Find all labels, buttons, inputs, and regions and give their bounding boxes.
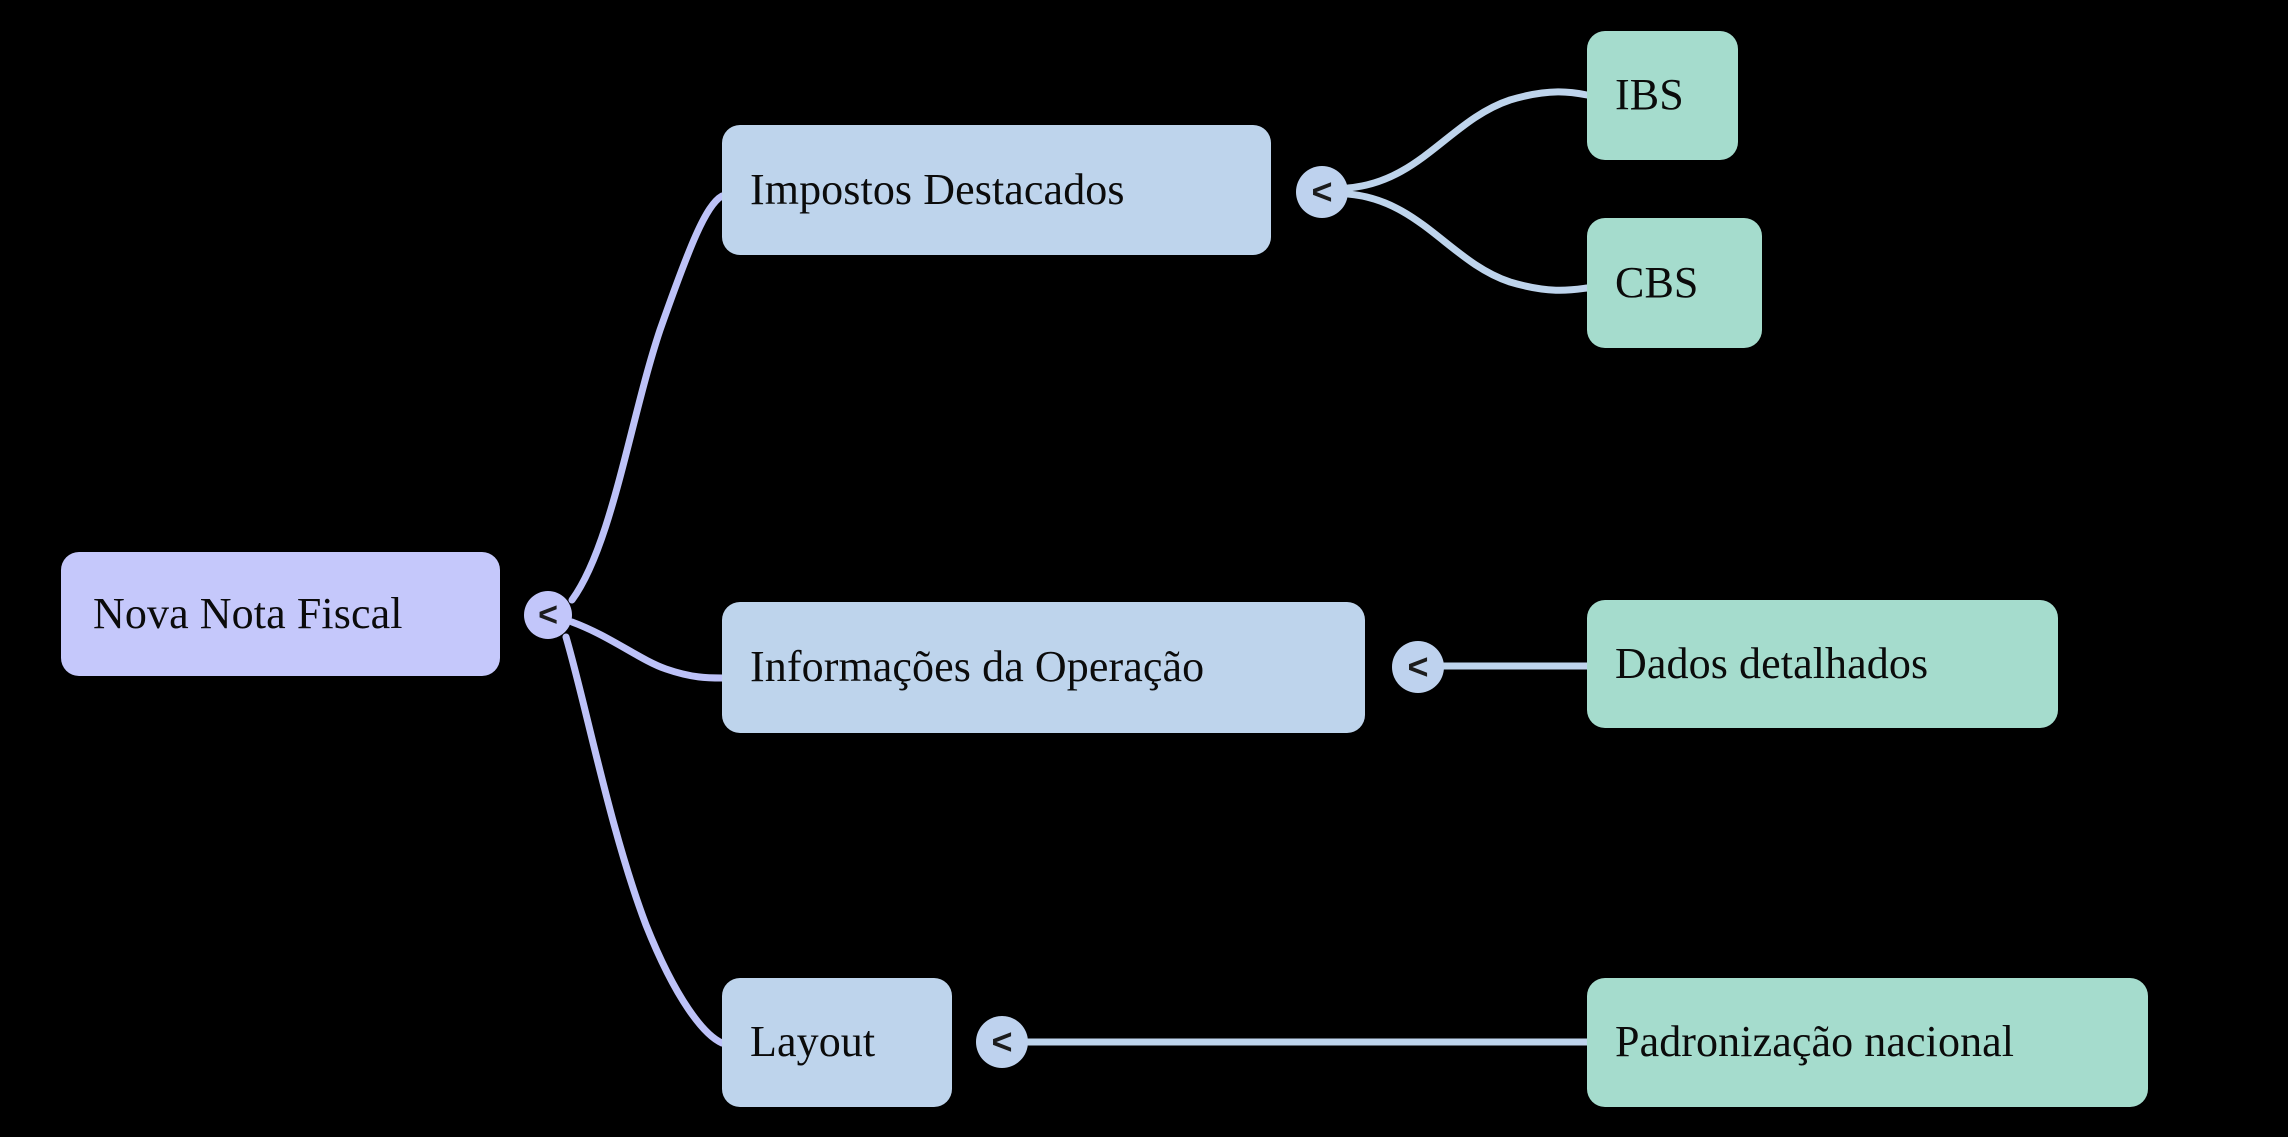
node-layout[interactable]: Layout [722,978,952,1107]
node-label: IBS [1615,70,1684,120]
node-dados-detalhados[interactable]: Dados detalhados [1587,600,2058,728]
node-ibs[interactable]: IBS [1587,31,1738,160]
chevron-left-icon: < [538,595,558,634]
node-label: Informações da Operação [750,642,1205,692]
edge-impostos-to-cbs [1344,190,1591,294]
edge-root-to-impostos [568,192,726,604]
node-nova-nota-fiscal[interactable]: Nova Nota Fiscal [61,552,500,676]
chevron-left-icon: < [991,1021,1013,1062]
node-label: Impostos Destacados [750,164,1125,214]
node-cbs[interactable]: CBS [1587,218,1762,348]
node-label: Padronização nacional [1615,1017,2015,1067]
collapse-toggle-layout[interactable]: < [976,1016,1028,1068]
edge-root-to-informacoes [568,618,726,682]
node-label: Dados detalhados [1615,638,1929,688]
node-padronizacao-nacional[interactable]: Padronização nacional [1587,978,2148,1107]
node-label: CBS [1615,257,1699,307]
chevron-left-icon: < [1407,646,1429,687]
node-informacoes-da-operacao[interactable]: Informações da Operação [722,602,1365,733]
collapse-toggle-informacoes-da-operacao[interactable]: < [1392,641,1444,693]
edge-root-to-layout [562,633,726,1047]
node-label: Layout [750,1017,876,1067]
collapse-toggle-root[interactable]: < [524,591,572,639]
collapse-toggle-impostos-destacados[interactable]: < [1296,166,1348,218]
node-impostos-destacados[interactable]: Impostos Destacados [722,125,1271,255]
edge-impostos-to-ibs [1344,88,1591,192]
node-label: Nova Nota Fiscal [93,588,403,638]
chevron-left-icon: < [1311,171,1333,212]
